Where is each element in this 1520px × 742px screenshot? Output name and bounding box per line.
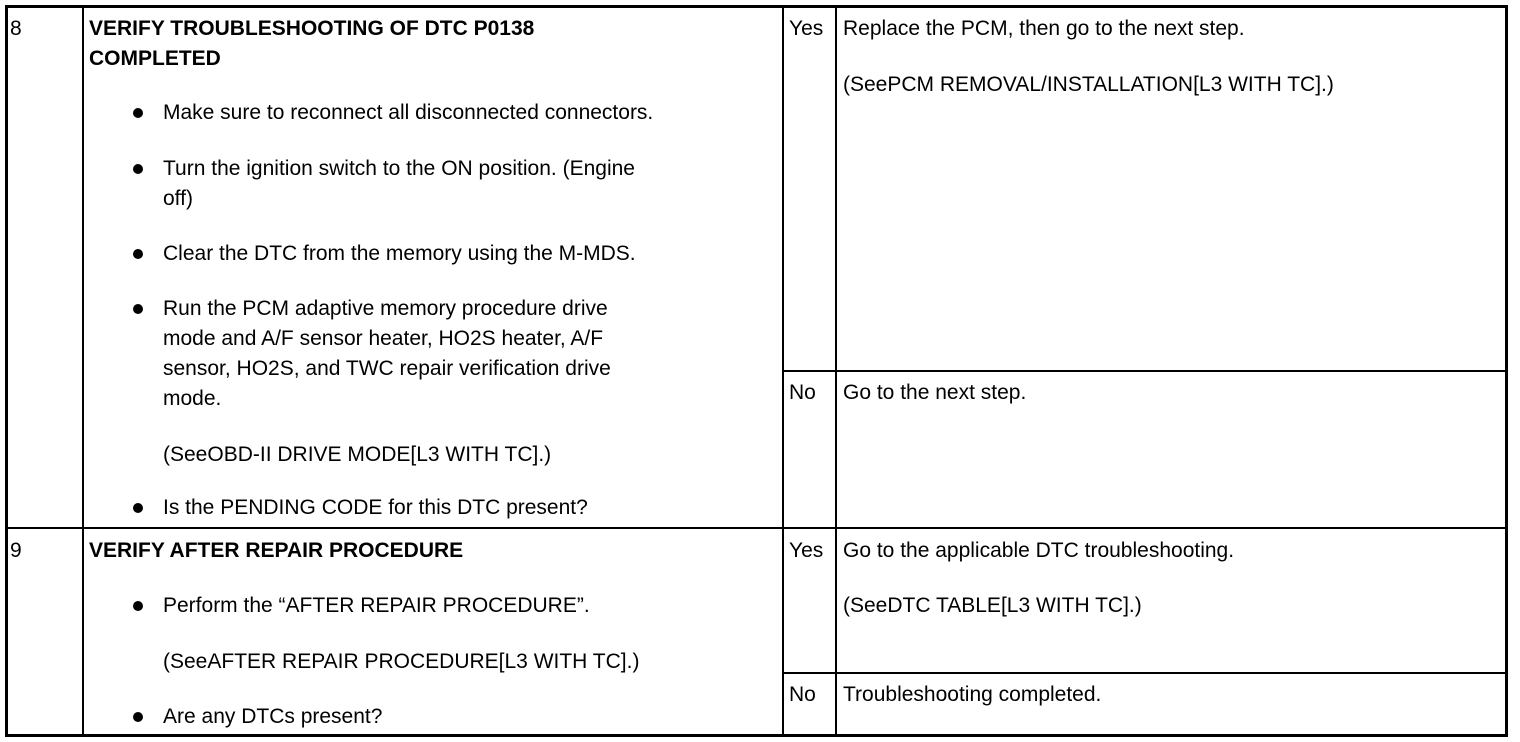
inspection-item: Turn the ignition switch to the ON posit…	[163, 157, 635, 180]
yes-action: Go to the applicable DTC troubleshooting…	[843, 539, 1235, 562]
reference-link[interactable]: (SeeAFTER REPAIR PROCEDURE[L3 WITH TC].)	[163, 650, 640, 673]
bullet-icon	[133, 712, 143, 722]
result-no-label: No	[789, 683, 816, 706]
inspection-item: Make sure to reconnect all disconnected …	[163, 101, 654, 124]
inspection-item: Is the PENDING CODE for this DTC present…	[163, 496, 588, 519]
inspection-item: Are any DTCs present?	[163, 705, 383, 728]
result-yes-label: Yes	[789, 539, 824, 562]
no-action: Troubleshooting completed.	[843, 683, 1102, 706]
inspection-item: off)	[163, 187, 193, 210]
step-title-line: COMPLETED	[89, 47, 221, 70]
inspection-item: Run the PCM adaptive memory procedure dr…	[163, 297, 608, 320]
bullet-icon	[133, 304, 143, 314]
inspection-item: sensor, HO2S, and TWC repair verificatio…	[163, 357, 611, 380]
bullet-icon	[133, 503, 143, 513]
yes-no-divider	[783, 370, 1507, 372]
step-title-line: VERIFY AFTER REPAIR PROCEDURE	[89, 539, 464, 562]
bullet-icon	[133, 164, 143, 174]
step-number: 9	[10, 539, 22, 562]
step-title-line: VERIFY TROUBLESHOOTING OF DTC P0138	[89, 17, 535, 40]
reference-link[interactable]: (SeePCM REMOVAL/INSTALLATION[L3 WITH TC]…	[843, 73, 1334, 96]
inspection-item: Perform the “AFTER REPAIR PROCEDURE”.	[163, 594, 590, 617]
reference-link[interactable]: (SeeOBD-II DRIVE MODE[L3 WITH TC].)	[163, 443, 552, 466]
inspection-item: Clear the DTC from the memory using the …	[163, 242, 636, 265]
result-no-label: No	[789, 381, 816, 404]
bullet-icon	[133, 249, 143, 259]
yes-action: Replace the PCM, then go to the next ste…	[843, 17, 1245, 40]
bullet-icon	[133, 601, 143, 611]
row-divider	[6, 527, 1507, 529]
yes-no-divider	[783, 672, 1507, 674]
inspection-item: mode.	[163, 387, 222, 410]
inspection-item: mode and A/F sensor heater, HO2S heater,…	[163, 327, 604, 350]
step-number: 8	[10, 17, 22, 40]
result-yes-label: Yes	[789, 17, 824, 40]
bullet-icon	[133, 108, 143, 118]
column-divider-step	[82, 6, 84, 736]
reference-link[interactable]: (SeeDTC TABLE[L3 WITH TC].)	[843, 594, 1142, 617]
no-action: Go to the next step.	[843, 381, 1027, 404]
